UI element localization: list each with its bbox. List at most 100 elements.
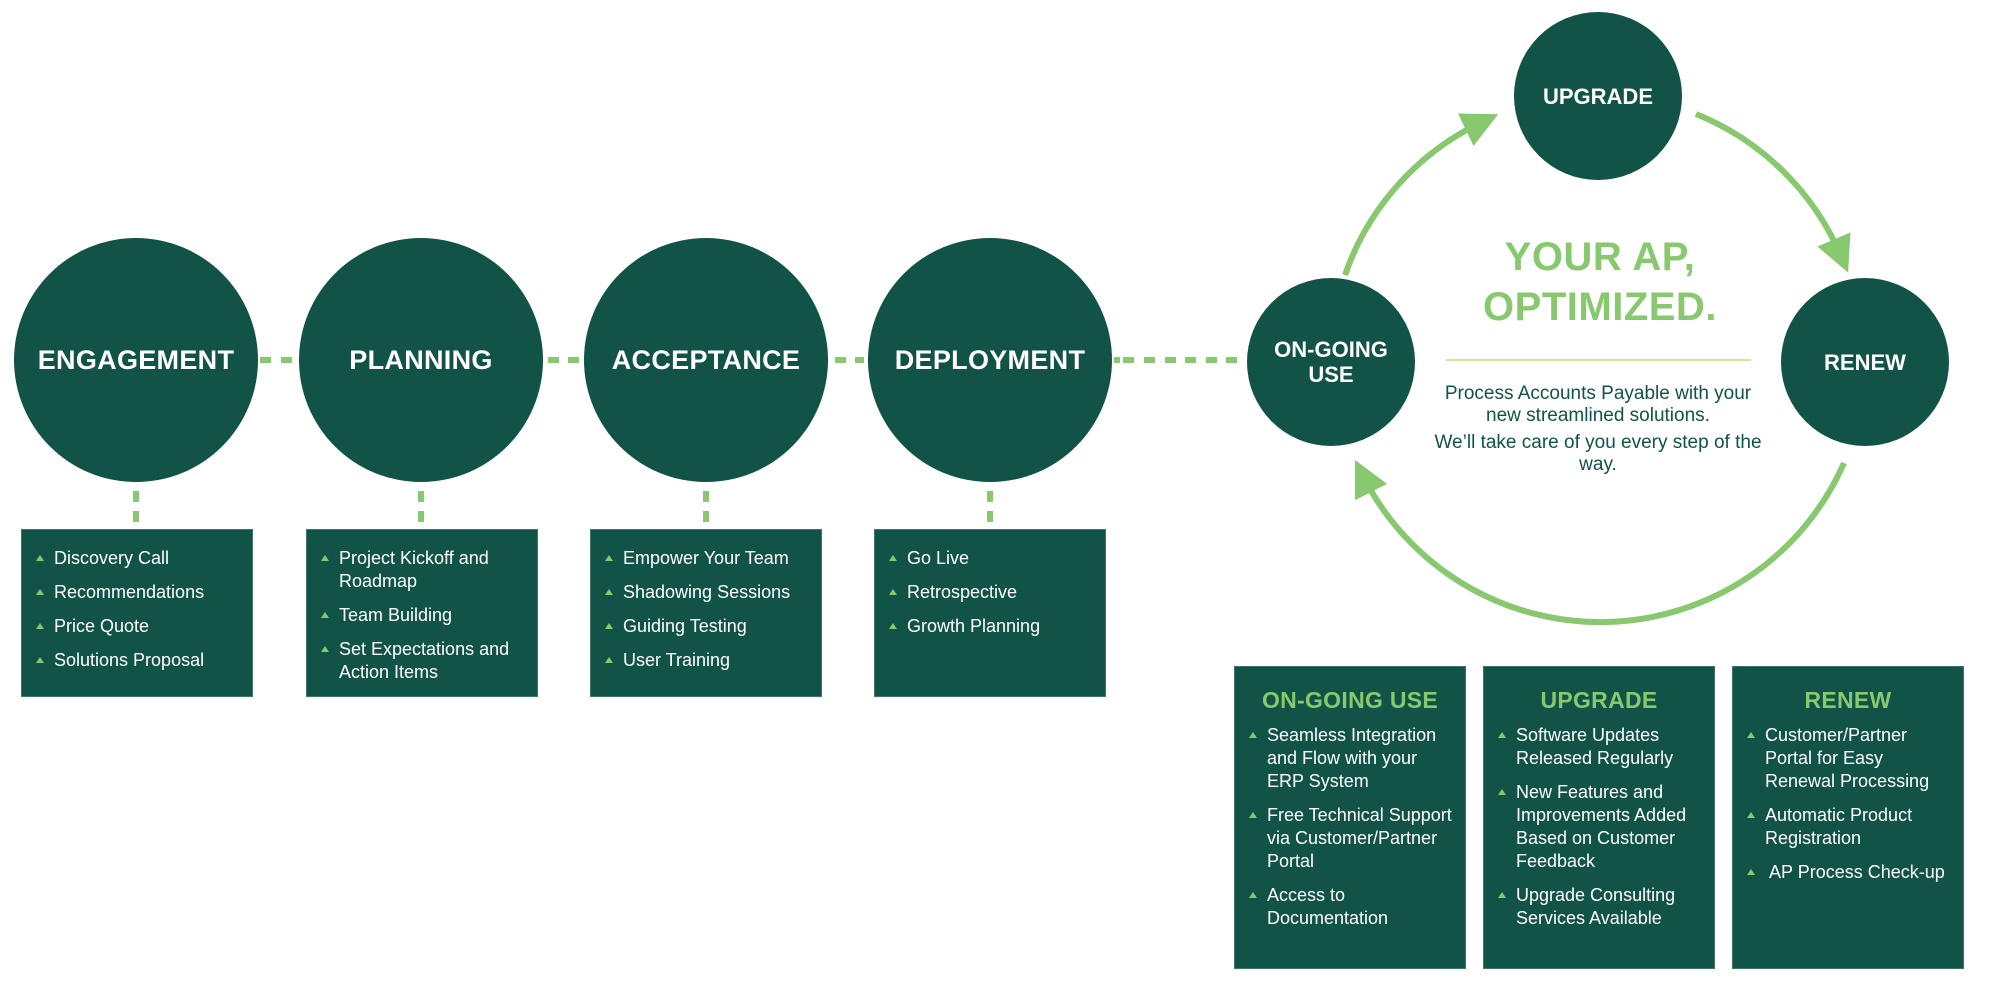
item-text: Customer/Partner Portal for Easy Renewal… bbox=[1765, 725, 1930, 791]
triangle-up-icon bbox=[1747, 732, 1755, 738]
stage-label: PLANNING bbox=[349, 344, 493, 375]
cycle-description-1: Process Accounts Payable with your new s… bbox=[1444, 383, 1752, 426]
triangle-up-icon bbox=[1249, 732, 1257, 738]
dash bbox=[1114, 357, 1120, 363]
item-text: Price Quote bbox=[54, 616, 150, 636]
list-item: New Features and Improvements Added Base… bbox=[1492, 781, 1706, 873]
dash bbox=[1123, 357, 1134, 363]
detail-items: Seamless Integration and Flow with your … bbox=[1243, 724, 1457, 930]
arrow-renew-to-ongoing bbox=[1354, 459, 1847, 626]
triangle-up-icon bbox=[1498, 892, 1506, 898]
stage-items: Project Kickoff and Roadmap Team Buildin… bbox=[315, 547, 529, 684]
list-item: AP Process Check-up bbox=[1741, 861, 1955, 884]
triangle-up-icon bbox=[1498, 789, 1506, 795]
detail-box-renew: RENEW Customer/Partner Portal for Easy R… bbox=[1732, 666, 1964, 969]
cycle-node-label: RENEW bbox=[1824, 349, 1906, 375]
triangle-up-icon bbox=[605, 555, 613, 561]
dash bbox=[133, 511, 139, 522]
stage-box-deployment: Go Live Retrospective Growth Planning bbox=[874, 529, 1106, 697]
list-item: Discovery Call bbox=[30, 547, 244, 570]
dash bbox=[855, 357, 864, 363]
stage-circle-deployment: DEPLOYMENT bbox=[868, 238, 1112, 482]
list-item: Set Expectations and Action Items bbox=[315, 638, 529, 684]
triangle-up-icon bbox=[321, 646, 329, 652]
item-text: Guiding Testing bbox=[623, 616, 747, 636]
list-item: Empower Your Team bbox=[599, 547, 813, 570]
list-item: Access to Documentation bbox=[1243, 884, 1457, 930]
triangle-up-icon bbox=[36, 657, 44, 663]
list-item: Team Building bbox=[315, 604, 529, 627]
triangle-up-icon bbox=[1498, 732, 1506, 738]
list-item: Automatic Product Registration bbox=[1741, 804, 1955, 850]
dash bbox=[1165, 357, 1176, 363]
detail-heading: ON-GOING USE bbox=[1261, 687, 1439, 713]
list-item: Solutions Proposal bbox=[30, 649, 244, 672]
item-text: Growth Planning bbox=[907, 616, 1041, 636]
triangle-up-icon bbox=[36, 589, 44, 595]
item-text: Team Building bbox=[339, 605, 453, 625]
stage-items: Discovery Call Recommendations Price Quo… bbox=[30, 547, 244, 672]
stage-box-acceptance: Empower Your Team Shadowing Sessions Gui… bbox=[590, 529, 822, 697]
list-item: Software Updates Released Regularly bbox=[1492, 724, 1706, 770]
stage-circle-planning: PLANNING bbox=[299, 238, 543, 482]
detail-items: Customer/Partner Portal for Easy Renewal… bbox=[1741, 724, 1955, 884]
stage-circle-engagement: ENGAGEMENT bbox=[14, 238, 258, 482]
detail-items: Software Updates Released Regularly New … bbox=[1492, 724, 1706, 930]
detail-heading: UPGRADE bbox=[1540, 687, 1658, 713]
list-item: User Training bbox=[599, 649, 813, 672]
triangle-up-icon bbox=[605, 623, 613, 629]
item-text: Solutions Proposal bbox=[54, 650, 205, 670]
triangle-up-icon bbox=[889, 555, 897, 561]
list-item: Price Quote bbox=[30, 615, 244, 638]
cycle-description-2: We’ll take care of you every step of the… bbox=[1434, 432, 1762, 475]
item-text: Automatic Product Registration bbox=[1765, 805, 1913, 848]
triangle-up-icon bbox=[36, 623, 44, 629]
detail-heading: RENEW bbox=[1804, 687, 1892, 713]
cycle-node-label: UPGRADE bbox=[1542, 83, 1653, 109]
cycle-node-renew: RENEW bbox=[1781, 278, 1949, 446]
triangle-up-icon bbox=[889, 589, 897, 595]
item-text: Free Technical Support via Customer/Part… bbox=[1267, 805, 1452, 871]
item-text: Project Kickoff and Roadmap bbox=[339, 548, 489, 591]
dash bbox=[1226, 357, 1237, 363]
triangle-up-icon bbox=[321, 555, 329, 561]
detail-box-upgrade: UPGRADE Software Updates Released Regula… bbox=[1483, 666, 1715, 969]
stage-circle-acceptance: ACCEPTANCE bbox=[584, 238, 828, 482]
item-text: Software Updates Released Regularly bbox=[1516, 725, 1674, 768]
stage-label: ACCEPTANCE bbox=[611, 344, 801, 375]
item-text: User Training bbox=[623, 650, 731, 670]
item-text: Upgrade Consulting Services Available bbox=[1516, 885, 1676, 928]
dash bbox=[260, 357, 271, 363]
stage-box-engagement: Discovery Call Recommendations Price Quo… bbox=[21, 529, 253, 697]
cycle-title-line2: OPTIMIZED. bbox=[1483, 285, 1717, 329]
cycle-node-label: ON-GOING USE bbox=[1274, 337, 1388, 387]
dash bbox=[568, 357, 579, 363]
triangle-up-icon bbox=[1747, 869, 1755, 875]
item-text: Shadowing Sessions bbox=[623, 582, 791, 602]
list-item: Free Technical Support via Customer/Part… bbox=[1243, 804, 1457, 873]
dash bbox=[281, 357, 292, 363]
list-item: Retrospective bbox=[883, 581, 1097, 604]
triangle-up-icon bbox=[321, 612, 329, 618]
item-text: Go Live bbox=[907, 548, 970, 568]
item-text: Seamless Integration and Flow with your … bbox=[1267, 725, 1437, 791]
list-item: Guiding Testing bbox=[599, 615, 813, 638]
stage-label: ENGAGEMENT bbox=[37, 344, 235, 375]
triangle-up-icon bbox=[36, 555, 44, 561]
list-item: Project Kickoff and Roadmap bbox=[315, 547, 529, 593]
dash bbox=[1206, 357, 1217, 363]
dash bbox=[418, 511, 424, 522]
stage-items: Go Live Retrospective Growth Planning bbox=[883, 547, 1097, 638]
detail-box-ongoing-use: ON-GOING USE Seamless Integration and Fl… bbox=[1234, 666, 1466, 969]
item-text: Retrospective bbox=[907, 582, 1018, 602]
cycle-title-line1: YOUR AP, bbox=[1504, 235, 1696, 279]
item-text: Access to Documentation bbox=[1267, 885, 1389, 928]
triangle-up-icon bbox=[889, 623, 897, 629]
item-text: AP Process Check-up bbox=[1765, 862, 1945, 882]
list-item: Go Live bbox=[883, 547, 1097, 570]
dash bbox=[987, 491, 993, 502]
stage-label: DEPLOYMENT bbox=[894, 344, 1086, 375]
cycle-node-ongoing-use: ON-GOING USE bbox=[1247, 278, 1415, 446]
triangle-up-icon bbox=[1747, 812, 1755, 818]
